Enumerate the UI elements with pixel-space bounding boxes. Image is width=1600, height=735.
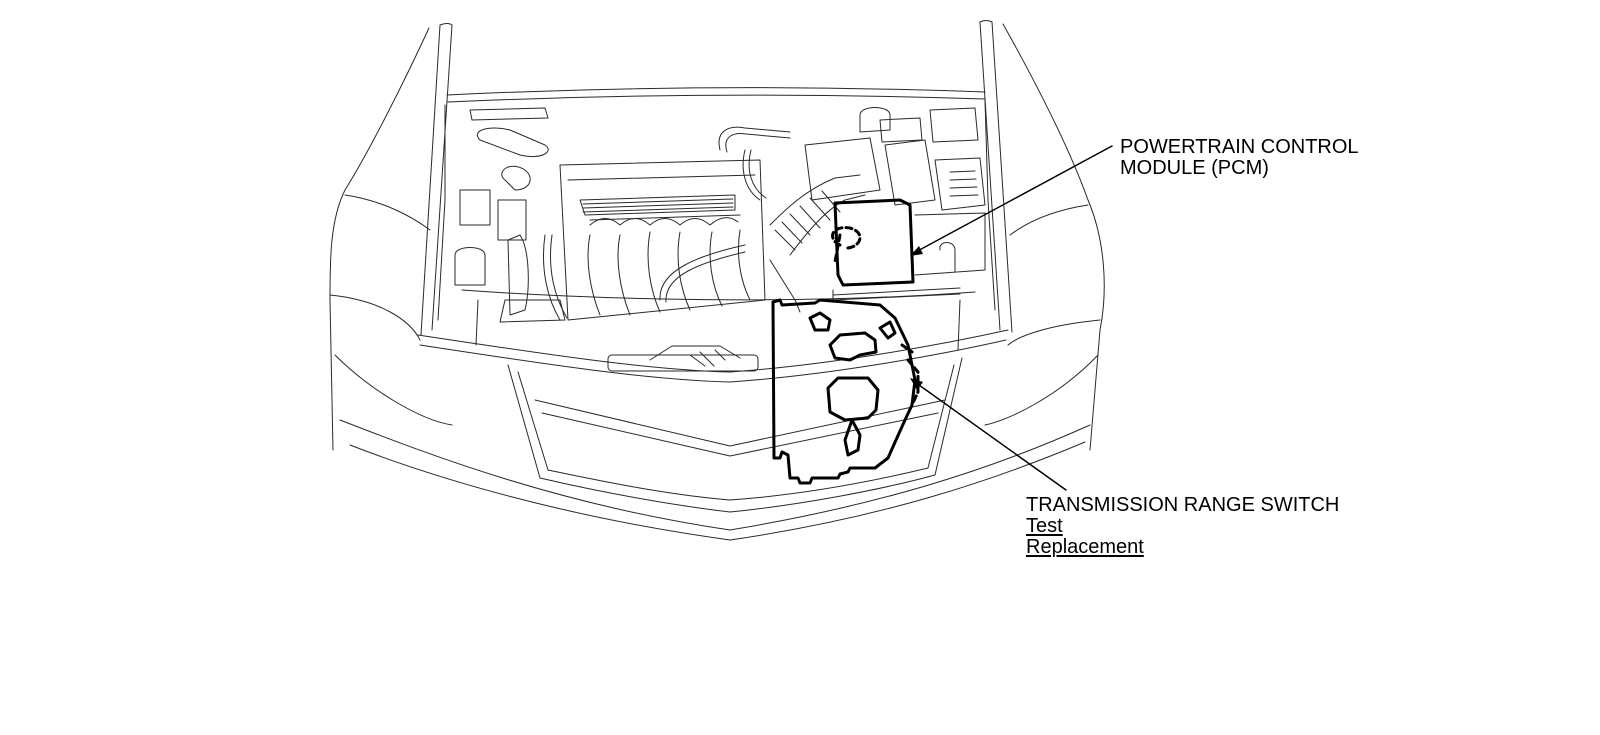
pcm-module (831, 198, 915, 287)
air-intake-hose (718, 126, 866, 313)
pcm-callout-line1: POWERTRAIN CONTROL (1120, 136, 1359, 158)
right-components (804, 107, 986, 301)
left-components (454, 107, 566, 323)
car-body (329, 23, 1105, 541)
leader-lines (911, 145, 1113, 491)
transmission-range-switch-callout: TRANSMISSION RANGE SWITCH Test Replaceme… (1026, 495, 1339, 558)
transmission-range-switch-title: TRANSMISSION RANGE SWITCH (1026, 494, 1340, 516)
pcm-callout-line2: MODULE (PCM) (1120, 157, 1269, 179)
open-hood (420, 20, 1013, 336)
transmission-housing (771, 298, 920, 485)
replacement-link[interactable]: Replacement (1026, 536, 1144, 558)
pcm-callout: POWERTRAIN CONTROL MODULE (PCM) (1120, 137, 1359, 179)
leader-arrowheads (910, 246, 923, 390)
engine-block (542, 149, 767, 321)
test-link[interactable]: Test (1026, 515, 1063, 537)
